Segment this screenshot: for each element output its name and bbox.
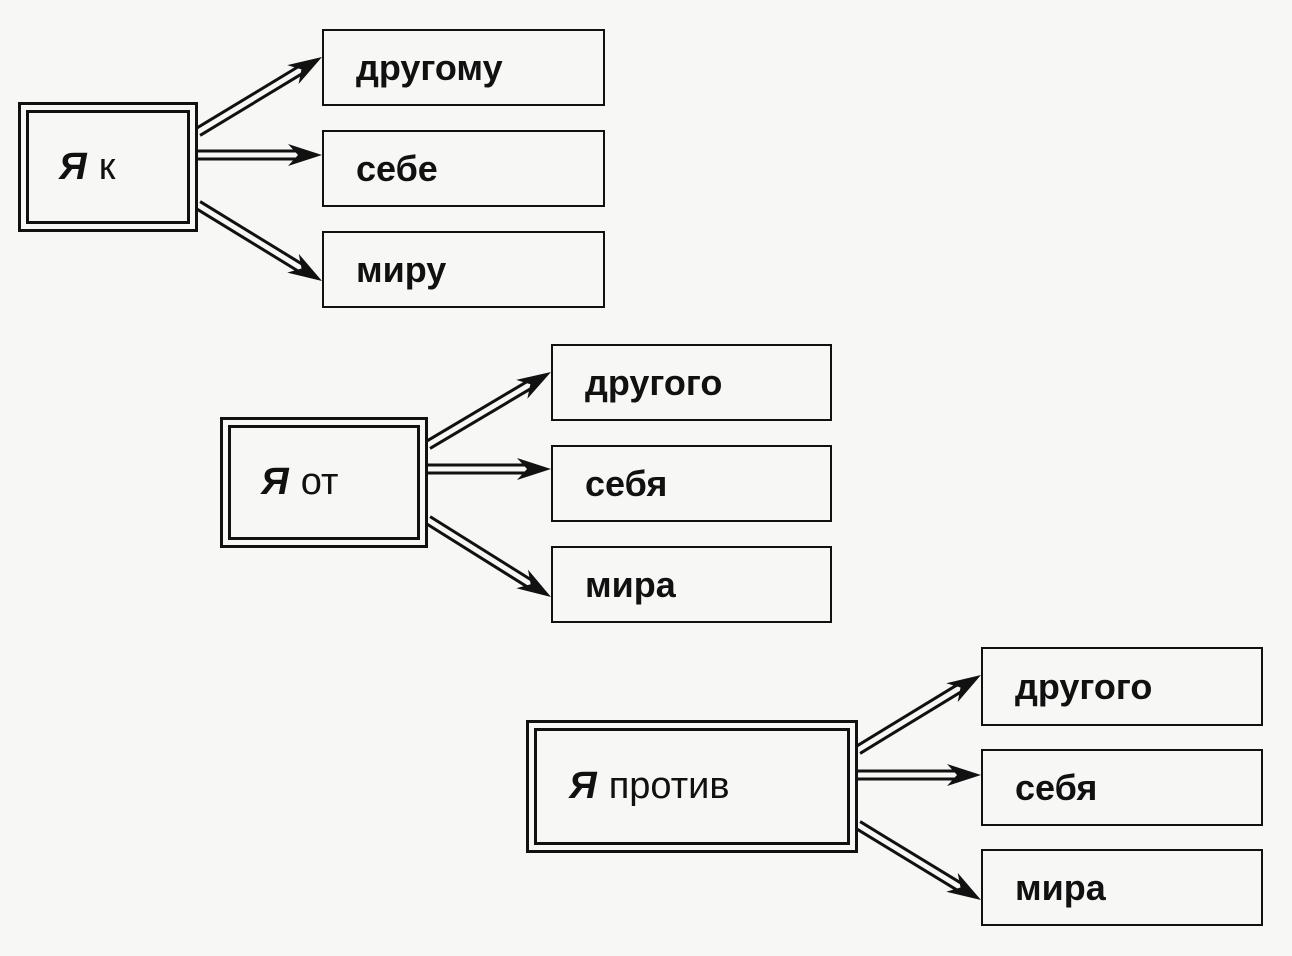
target-box-self: себе [322, 130, 605, 207]
arrow-shaft [199, 71, 305, 137]
target-box-other: другого [981, 647, 1263, 726]
relation-arrow [855, 675, 981, 755]
target-label: себя [585, 462, 668, 504]
pronoun-label: Я [569, 765, 597, 807]
source-box-inner: Я от [228, 425, 420, 540]
relation-arrow [855, 820, 981, 900]
target-label: другого [1015, 665, 1153, 707]
preposition-label: от [300, 461, 339, 503]
arrow-shaft [859, 820, 964, 886]
relation-arrow [198, 144, 322, 166]
target-label: себе [356, 147, 438, 189]
target-box-world: мира [551, 546, 832, 623]
source-box-inner: Я к [26, 110, 190, 224]
arrow-head [288, 144, 322, 166]
arrow-head [517, 458, 551, 480]
arrow-head [947, 764, 981, 786]
arrow-shaft [429, 386, 534, 450]
arrow-shaft [425, 379, 530, 443]
preposition-label: к [98, 145, 116, 188]
arrow-shaft [199, 200, 305, 267]
target-box-world: миру [322, 231, 605, 308]
arrow-head [946, 675, 981, 703]
arrow-head [287, 253, 322, 281]
arrow-shaft [855, 682, 960, 748]
arrow-shaft [859, 689, 964, 755]
arrow-shaft [429, 515, 534, 583]
arrow-shaft [195, 64, 301, 130]
source-box-toward: Я к [18, 102, 198, 232]
target-box-other: другому [322, 29, 605, 106]
relation-arrow [425, 515, 551, 597]
target-label: мира [1015, 866, 1106, 908]
relation-arrow [428, 458, 551, 480]
preposition-label: против [608, 765, 730, 807]
target-label: миру [356, 248, 447, 290]
pronoun-label: Я [261, 461, 289, 503]
relation-arrow [195, 57, 322, 137]
relation-arrow [425, 372, 551, 450]
target-label: другого [585, 361, 723, 403]
source-box-inner: Я против [534, 728, 850, 845]
target-label: другому [356, 46, 503, 88]
arrow-shaft [855, 827, 960, 893]
relation-arrow [858, 764, 981, 786]
relation-arrow [195, 200, 322, 281]
target-box-world: мира [981, 849, 1263, 926]
pronoun-label: Я [59, 145, 87, 188]
source-box-from: Я от [220, 417, 428, 548]
target-box-self: себя [981, 749, 1263, 826]
target-label: себя [1015, 766, 1098, 808]
target-box-self: себя [551, 445, 832, 522]
arrow-head [516, 569, 551, 597]
arrow-shaft [195, 207, 301, 274]
arrow-shaft [425, 522, 530, 589]
target-box-other: другого [551, 344, 832, 421]
target-label: мира [585, 563, 676, 605]
source-box-against: Я против [526, 720, 858, 853]
arrow-head [946, 872, 981, 900]
arrow-head [516, 372, 551, 399]
arrow-head [287, 57, 322, 85]
